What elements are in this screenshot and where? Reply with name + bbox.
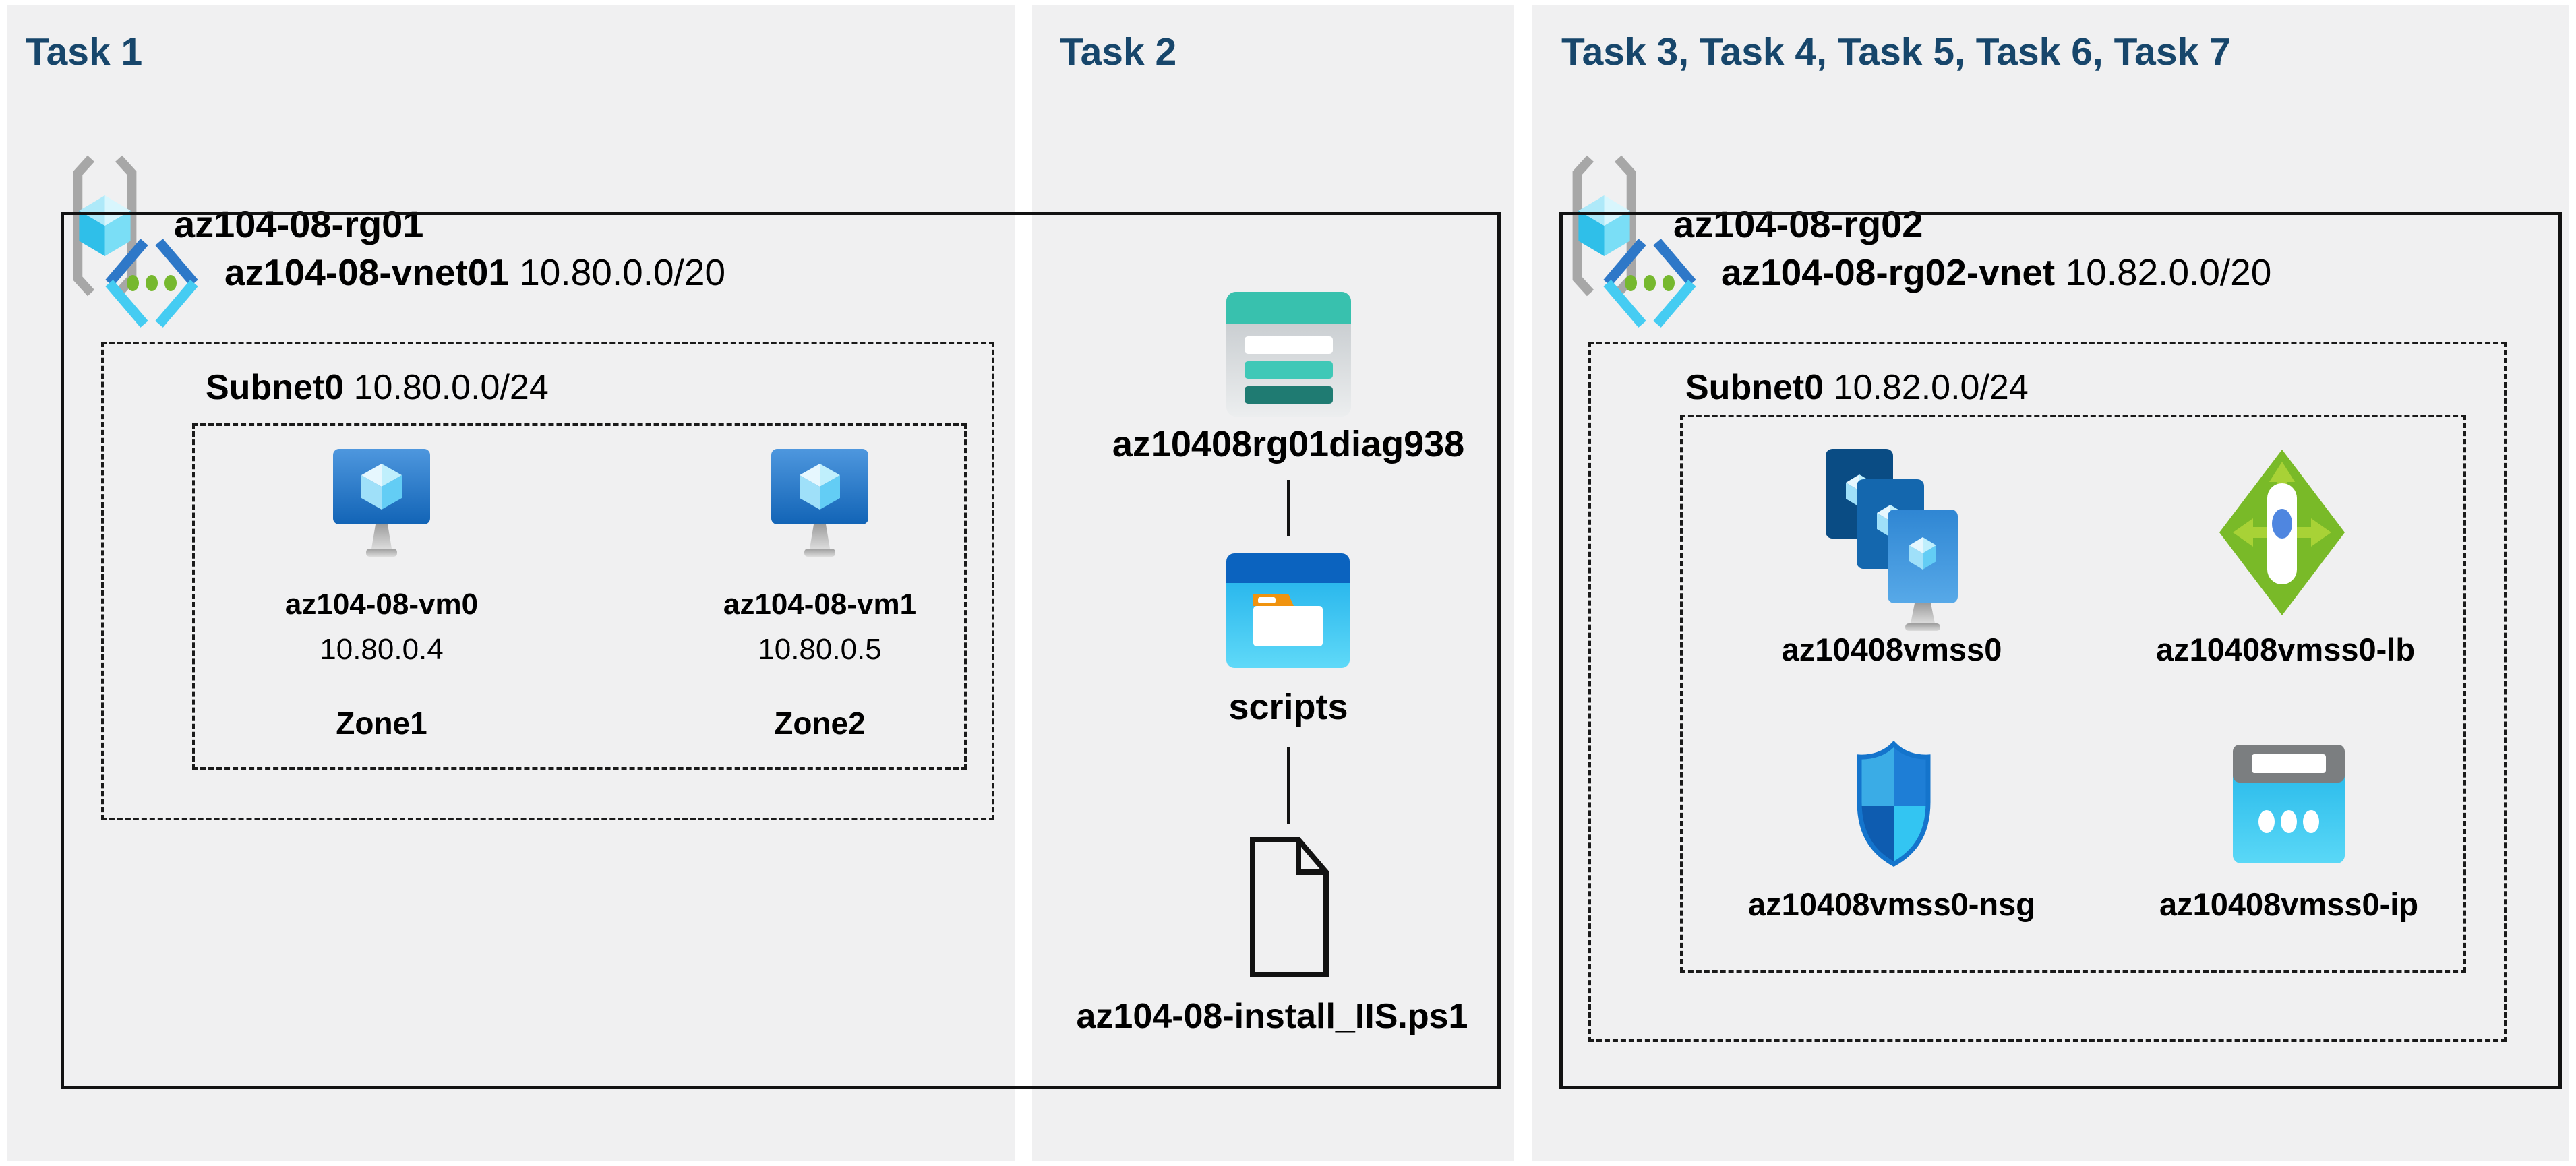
subnet0-box-vnet01: [101, 342, 994, 820]
vmss-resources-box: [1680, 415, 2466, 973]
subnet0-label-vnet02: Subnet0 10.82.0.0/24: [1685, 367, 2029, 408]
vm1-name: az104-08-vm1: [723, 588, 917, 621]
vnet02-name: az104-08-rg02-vnet: [1721, 251, 2056, 293]
subnet0-name: Subnet0: [1685, 368, 1824, 407]
vnet02-box: [1559, 212, 2562, 1089]
vm0-ip: 10.80.0.4: [320, 633, 444, 666]
public-ip-icon: [2233, 745, 2345, 863]
virtual-machine-icon: [333, 449, 430, 557]
panel-task3: [1532, 5, 2569, 1161]
vm1-zone: Zone2: [774, 706, 866, 741]
subnet0-cidr: 10.82.0.0/24: [1833, 368, 2029, 407]
vnet01-cidr: 10.80.0.0/20: [519, 251, 726, 293]
subnet0-box-vnet02: [1588, 342, 2507, 1042]
task1-title: Task 1: [26, 30, 143, 73]
vnet02-cidr: 10.82.0.0/20: [2065, 251, 2272, 293]
nsg-shield-icon: [1857, 740, 1931, 867]
load-balancer-icon: [2219, 450, 2345, 615]
task3-title: Task 3, Task 4, Task 5, Task 6, Task 7: [1561, 30, 2231, 73]
vm1-ip: 10.80.0.5: [758, 633, 882, 666]
connector-container-to-file: [1287, 747, 1290, 824]
public-ip-label: az10408vmss0-ip: [2159, 886, 2419, 922]
vm0-name: az104-08-vm0: [284, 588, 479, 621]
vnet01-label: az104-08-vnet01 10.80.0.0/20: [224, 251, 725, 294]
storage-account-icon: [1226, 292, 1351, 417]
virtual-network-icon: [1603, 239, 1696, 328]
subnet0-label-vnet01: Subnet0 10.80.0.0/24: [206, 367, 549, 408]
storage-account-label: az10408rg01diag938: [1112, 424, 1465, 464]
vm0-zone: Zone1: [336, 706, 427, 741]
container-label: scripts: [1228, 687, 1348, 727]
script-file-label: az104-08-install_IIS.ps1: [1076, 997, 1468, 1036]
resource-group-icon: [1572, 155, 1636, 297]
panel-task1: [7, 5, 1015, 1161]
connector-storage-to-container: [1287, 480, 1290, 536]
task2-title: Task 2: [1060, 30, 1177, 73]
vnet02-label: az104-08-rg02-vnet 10.82.0.0/20: [1721, 251, 2271, 294]
vnet01-name: az104-08-vnet01: [224, 251, 509, 293]
subnet0-cidr: 10.80.0.0/24: [353, 368, 549, 407]
blob-container-icon: [1226, 553, 1350, 668]
vmss-label: az10408vmss0: [1781, 632, 2002, 667]
resource-group-icon: [73, 155, 137, 297]
rg01-label: az104-08-rg01: [174, 203, 424, 245]
rg02-label: az104-08-rg02: [1673, 203, 1923, 245]
vm-scale-set-icon: [1826, 449, 1958, 631]
virtual-network-icon: [105, 239, 198, 328]
vnet01-box: [61, 212, 1501, 1089]
availability-zone-box: [192, 423, 967, 770]
file-icon: [1250, 837, 1329, 977]
load-balancer-label: az10408vmss0-lb: [2155, 632, 2416, 667]
virtual-machine-icon: [771, 449, 868, 557]
subnet0-name: Subnet0: [206, 368, 345, 407]
nsg-label: az10408vmss0-nsg: [1748, 886, 2035, 922]
